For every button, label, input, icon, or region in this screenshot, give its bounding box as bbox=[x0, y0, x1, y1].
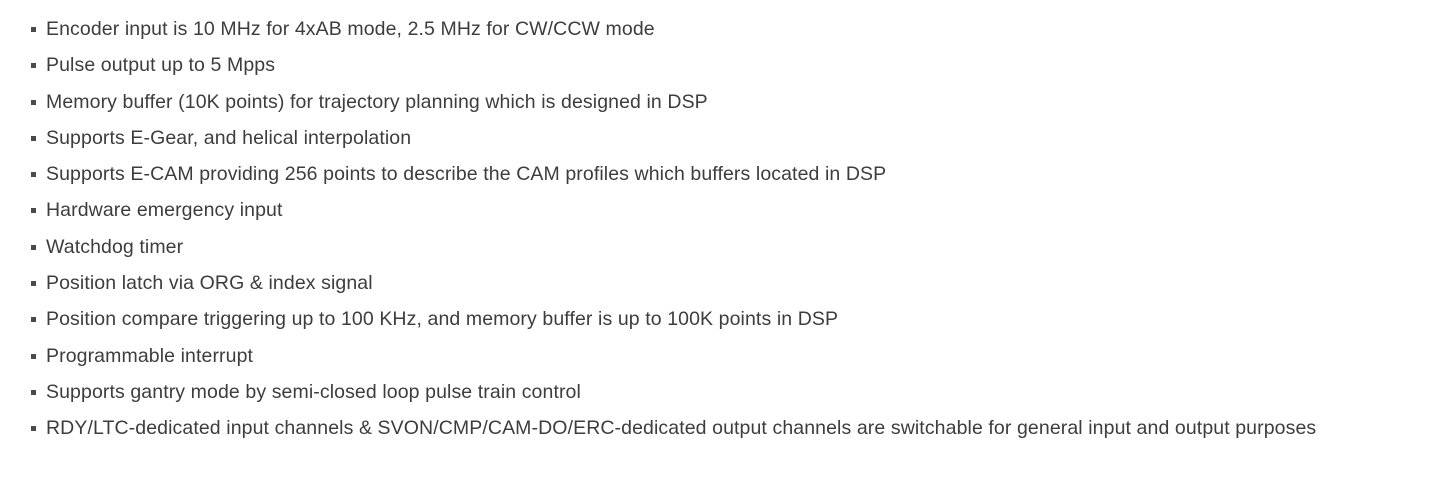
bullet-icon bbox=[31, 426, 36, 432]
bullet-icon bbox=[31, 208, 36, 214]
list-item: Memory buffer (10K points) for trajector… bbox=[31, 84, 1415, 120]
list-item: Hardware emergency input bbox=[31, 192, 1415, 228]
feature-text: Position latch via ORG & index signal bbox=[46, 272, 373, 295]
list-item: Supports gantry mode by semi-closed loop… bbox=[31, 374, 1415, 410]
list-item: Encoder input is 10 MHz for 4xAB mode, 2… bbox=[31, 11, 1415, 47]
list-item: Supports E-CAM providing 256 points to d… bbox=[31, 156, 1415, 192]
feature-text: RDY/LTC-dedicated input channels & SVON/… bbox=[46, 417, 1317, 440]
bullet-icon bbox=[31, 99, 36, 105]
bullet-icon bbox=[31, 135, 36, 141]
list-item: RDY/LTC-dedicated input channels & SVON/… bbox=[31, 410, 1415, 446]
feature-text: Watchdog timer bbox=[46, 235, 184, 258]
bullet-icon bbox=[31, 172, 36, 178]
bullet-icon bbox=[31, 317, 36, 323]
feature-text: Supports E-CAM providing 256 points to d… bbox=[46, 163, 887, 186]
feature-text: Supports E-Gear, and helical interpolati… bbox=[46, 126, 412, 149]
list-item: Programmable interrupt bbox=[31, 338, 1415, 374]
feature-text: Pulse output up to 5 Mpps bbox=[46, 54, 276, 77]
bullet-icon bbox=[31, 27, 36, 32]
feature-list: Encoder input is 10 MHz for 4xAB mode, 2… bbox=[31, 11, 1415, 446]
feature-text: Programmable interrupt bbox=[46, 344, 254, 367]
bullet-icon bbox=[31, 63, 36, 69]
bullet-icon bbox=[31, 244, 36, 250]
feature-text: Position compare triggering up to 100 KH… bbox=[46, 308, 839, 331]
list-item: Watchdog timer bbox=[31, 229, 1415, 265]
bullet-icon bbox=[31, 353, 36, 359]
feature-text: Supports gantry mode by semi-closed loop… bbox=[46, 380, 581, 403]
feature-text: Encoder input is 10 MHz for 4xAB mode, 2… bbox=[46, 18, 655, 40]
feature-text: Hardware emergency input bbox=[46, 199, 283, 222]
list-item: Pulse output up to 5 Mpps bbox=[31, 47, 1415, 83]
bullet-icon bbox=[31, 281, 36, 287]
feature-text: Memory buffer (10K points) for trajector… bbox=[46, 90, 708, 113]
bullet-icon bbox=[31, 389, 36, 395]
list-item: Position latch via ORG & index signal bbox=[31, 265, 1415, 301]
list-item: Position compare triggering up to 100 KH… bbox=[31, 301, 1415, 337]
list-item: Supports E-Gear, and helical interpolati… bbox=[31, 120, 1415, 156]
